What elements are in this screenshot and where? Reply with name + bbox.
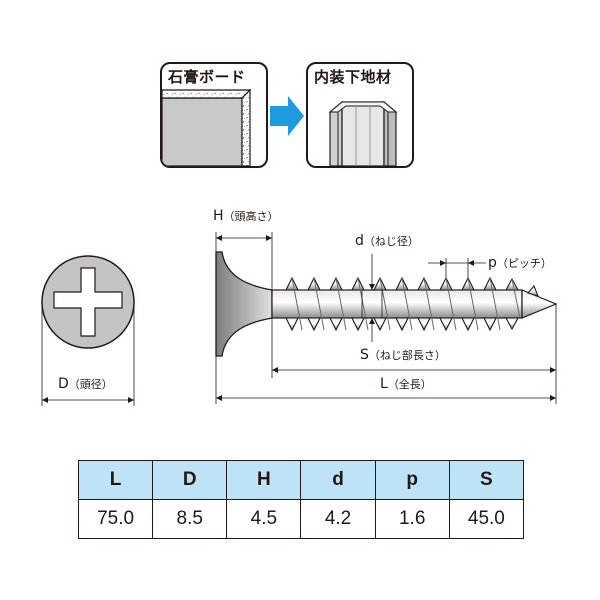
- interior-base-panel: 内装下地材: [306, 62, 414, 168]
- spec-header-cell: D: [152, 460, 228, 500]
- gypsum-board-label: 石膏ボード: [166, 66, 248, 87]
- s-dimension-line: [271, 304, 557, 404]
- D-desc: （頭径）: [68, 378, 113, 391]
- l-dimension-label: L（全長）: [380, 376, 432, 392]
- spec-table: L D H d p S 75.0 8.5 4.5 4.2 1.6 45.0: [77, 460, 525, 539]
- screw-side-view: [215, 251, 558, 357]
- p-desc: （ピッチ）: [496, 257, 552, 270]
- h-symbol: H: [213, 208, 224, 224]
- spec-value-cell: 75.0: [77, 499, 154, 539]
- spec-header-cell: H: [226, 460, 302, 500]
- spec-value-cell: 4.5: [226, 499, 302, 539]
- l-dimension-line: [215, 356, 556, 404]
- spec-value-cell: 1.6: [374, 499, 450, 539]
- spec-header-cell: S: [448, 460, 525, 500]
- spec-header-cell: p: [374, 460, 450, 500]
- p-symbol: p: [488, 255, 497, 271]
- s-desc: （ねじ部長さ）: [368, 349, 446, 362]
- screw-diagram: [41, 232, 558, 406]
- spec-table-value-row: 75.0 8.5 4.5 4.2 1.6 45.0: [77, 499, 525, 539]
- d-desc: （ねじ径）: [363, 235, 419, 248]
- h-dimension-line: [215, 232, 273, 290]
- spec-header-cell: L: [77, 460, 154, 500]
- interior-base-label: 内装下地材: [312, 66, 394, 87]
- p-dimension-label: p（ピッチ）: [488, 255, 552, 271]
- l-symbol: L: [380, 376, 388, 392]
- spec-table-header-row: L D H d p S: [77, 460, 525, 500]
- spec-value-cell: 4.2: [300, 499, 376, 539]
- s-symbol: S: [360, 347, 369, 363]
- phillips-cross-icon: [53, 267, 123, 337]
- d-dimension-line: [361, 254, 383, 342]
- h-dimension-label: H（頭高さ）: [213, 208, 279, 224]
- spec-value-cell: 8.5: [152, 499, 228, 539]
- spec-value-cell: 45.0: [448, 499, 525, 539]
- d-symbol: d: [355, 233, 364, 249]
- spec-header-cell: d: [300, 460, 376, 500]
- screw-head-front-view: [41, 255, 135, 406]
- d-dimension-label: d（ねじ径）: [355, 233, 419, 249]
- l-desc: （全長）: [387, 378, 432, 391]
- metal-stud-illustration: [328, 100, 398, 166]
- h-desc: （頭高さ）: [223, 210, 279, 223]
- s-dimension-label: S（ねじ部長さ）: [360, 347, 446, 363]
- p-dimension-line: [428, 258, 486, 278]
- gypsum-board-illustration: [162, 88, 252, 166]
- gypsum-board-panel: 石膏ボード: [160, 62, 268, 168]
- arrow-right-icon: [270, 96, 304, 136]
- D-dimension-label: D（頭径）: [58, 376, 113, 392]
- D-symbol: D: [58, 376, 69, 392]
